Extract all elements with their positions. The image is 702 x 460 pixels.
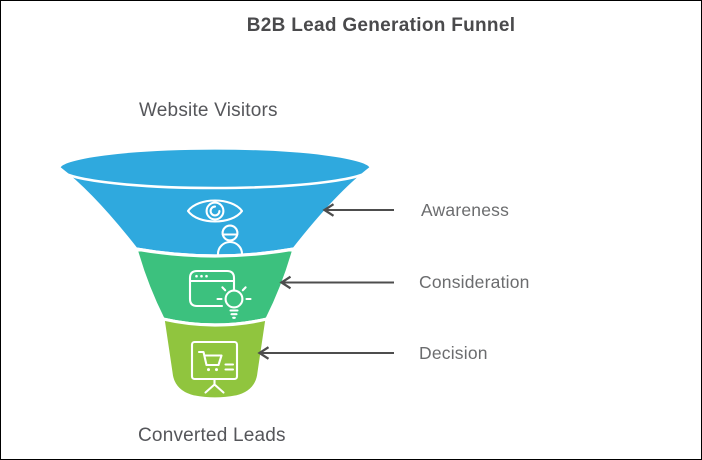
funnel-output-label: Converted Leads: [138, 425, 286, 446]
browser-lightbulb-icon: [188, 269, 252, 319]
funnel-stage-decision: [161, 317, 269, 401]
stage-label-consideration: Consideration: [419, 272, 530, 292]
funnel-stage-consideration: [134, 247, 296, 327]
page-title: B2B Lead Generation Funnel: [246, 15, 516, 36]
funnel-input-label: Website Visitors: [139, 100, 278, 121]
stage-arrows: [257, 203, 394, 360]
awareness-arrow: [322, 203, 394, 217]
consideration-arrow: [279, 275, 394, 290]
stage-label-awareness: Awareness: [421, 200, 510, 220]
funnel-rim-line: [57, 167, 373, 190]
eye-audience-icon: [186, 199, 244, 256]
decision-arrow: [257, 346, 394, 360]
stage-label-decision: Decision: [419, 343, 488, 363]
purchase-presentation-icon: [190, 340, 239, 394]
